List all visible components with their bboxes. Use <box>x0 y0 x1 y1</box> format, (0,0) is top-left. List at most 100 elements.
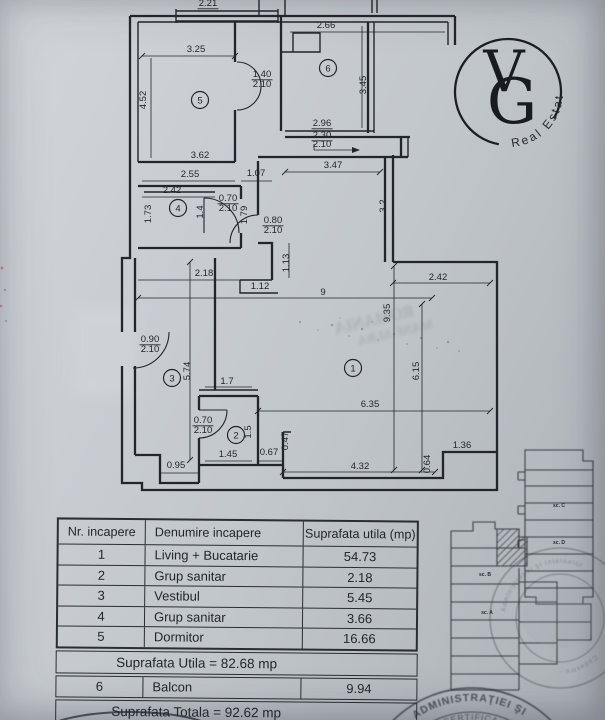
row-nr: 3 <box>97 588 105 604</box>
room-number: 1 <box>350 363 355 374</box>
dimension-label: 2.10 <box>253 79 272 90</box>
dimension-label: 0.47 <box>280 432 291 451</box>
table-row: 1 Living + Bucatarie 54.73 <box>58 543 417 568</box>
table-row: 5 Dormitor 16.66 <box>57 625 416 650</box>
dimension-label: 1.36 <box>453 440 472 451</box>
dimension-label: 1.45 <box>219 449 238 460</box>
dimension-label: 2.42 <box>429 272 448 283</box>
dimension-label: 2.66 <box>317 20 336 31</box>
logo-letter-g: G <box>487 65 537 138</box>
exterior-walls <box>120 14 499 492</box>
total-bar: Suprafata Totala = 92.62 mp <box>55 698 418 720</box>
room-area-table: Nr. incapere Denumire incapere Suprafata… <box>55 517 419 720</box>
room-number: 2 <box>233 430 238 441</box>
dimension-label: 1.13 <box>281 254 292 273</box>
dimension-ticks <box>134 52 494 476</box>
door-arcs <box>132 61 262 439</box>
room-number: 3 <box>169 373 174 384</box>
row-name: Grup sanitar <box>144 565 303 587</box>
room-number: 6 <box>325 63 330 74</box>
table-row: 4 Grup sanitar 3.66 <box>57 604 417 629</box>
table-row: 2 Grup sanitar 2.18 <box>58 563 417 588</box>
area-table-main: Nr. incapere Denumire incapere Suprafata… <box>55 517 419 652</box>
dimension-label: 3.45 <box>358 76 369 95</box>
room-number-circle <box>162 368 182 388</box>
key-plan-unit-labels: sc. Csc. Dsc. Bsc. A <box>479 503 565 616</box>
row-nr: 1 <box>97 547 106 563</box>
table-header-row: Nr. incapere Denumire incapere Suprafata… <box>59 519 417 547</box>
dimension-label: 0.70 <box>219 193 238 204</box>
room-number: 5 <box>197 95 202 106</box>
logo-letter-v: V <box>482 39 525 105</box>
dimension-label: 1.79 <box>239 206 250 225</box>
room-number-markers: 1 2 3 4 5 6 <box>162 58 363 445</box>
apartment-plan: 2.213.254.522.663.451.402.102.962.302.10… <box>120 0 499 492</box>
row-name: Grup sanitar <box>143 606 303 628</box>
dimension-label: 0.67 <box>260 447 279 458</box>
dimension-label: 0.95 <box>167 460 186 471</box>
room-number-circle <box>168 198 188 218</box>
dimension-label: 1.40 <box>253 69 272 80</box>
row-area: 54.73 <box>302 546 417 568</box>
dimension-label: 2.10 <box>313 139 332 150</box>
dimension-lines <box>138 26 490 474</box>
row-name: Balcon <box>142 676 301 699</box>
subtotal-bar: Suprafata Utila = 82.68 mp <box>55 649 418 677</box>
row-nr: 2 <box>97 567 106 583</box>
dimension-label: 6.15 <box>411 362 422 381</box>
room-number-circle <box>190 90 210 110</box>
dimension-label: 4.32 <box>351 461 370 472</box>
oval-stamp-edge <box>58 711 202 720</box>
dimension-label: 3.2 <box>378 199 389 212</box>
dimension-label: 1.73 <box>143 205 154 224</box>
row-nr: 4 <box>97 608 105 624</box>
dimension-label: 0.80 <box>264 215 283 226</box>
key-plan-unit-label: sc. D <box>553 540 565 546</box>
dimension-label: 3.62 <box>191 150 210 161</box>
dimension-label: 9 <box>320 287 325 298</box>
row-area: 5.45 <box>302 587 417 609</box>
scan-noise <box>298 317 460 352</box>
inner-wall-lines <box>137 0 449 433</box>
dimension-label: 2.55 <box>181 169 200 180</box>
row-area: 16.66 <box>301 628 416 650</box>
room-number-circle <box>318 58 338 78</box>
key-plan-highlighted-unit <box>496 528 528 567</box>
dimension-label: 0.64 <box>422 455 433 474</box>
dimension-label: 2.42 <box>163 185 182 196</box>
dimension-label: 2.10 <box>219 203 238 214</box>
room-number-circle <box>226 425 246 445</box>
faint-round-stamp: Administraţiei şi Internelor · Cadastru … <box>489 547 605 689</box>
room-number-circle <box>343 358 363 378</box>
dimension-label: 1.12 <box>251 281 270 292</box>
red-ink-specks <box>0 266 7 322</box>
row-area: 9.94 <box>300 678 417 700</box>
row-nr: 6 <box>95 678 104 694</box>
key-plan-unit-label: sc. B <box>479 572 491 578</box>
dimension-label: 3.25 <box>187 44 206 55</box>
row-area: 3.66 <box>301 608 417 629</box>
room-number: 4 <box>175 203 180 214</box>
dimension-label: 2.10 <box>194 425 213 436</box>
dimension-labels: 2.213.254.522.663.451.402.102.962.302.10… <box>138 0 471 473</box>
building-key-plan <box>450 449 594 691</box>
dimension-label: 0.90 <box>141 334 160 345</box>
dimension-label: 2.18 <box>195 268 214 279</box>
key-plan-unit-label: sc. C <box>553 503 565 509</box>
dimension-label: 2.96 <box>313 118 332 129</box>
dimension-label: 9.35 <box>382 304 393 323</box>
row-name: Vestibul <box>144 586 303 608</box>
dimension-label: 0.70 <box>194 415 213 426</box>
dimension-label: 2.21 <box>199 0 218 9</box>
dimension-label: 4.52 <box>138 91 149 110</box>
header-nr: Nr. incapere <box>67 524 136 540</box>
balcony-row: 6 Balcon 9.94 <box>55 674 418 701</box>
scan-artifact <box>72 308 136 396</box>
table-row: 3 Vestibul 5.45 <box>58 584 417 609</box>
dimension-label: 1.7 <box>220 376 233 387</box>
dimension-label: 2.10 <box>264 225 283 236</box>
dimension-label: 6.35 <box>361 399 380 410</box>
dimension-label: 1.07 <box>247 168 266 179</box>
